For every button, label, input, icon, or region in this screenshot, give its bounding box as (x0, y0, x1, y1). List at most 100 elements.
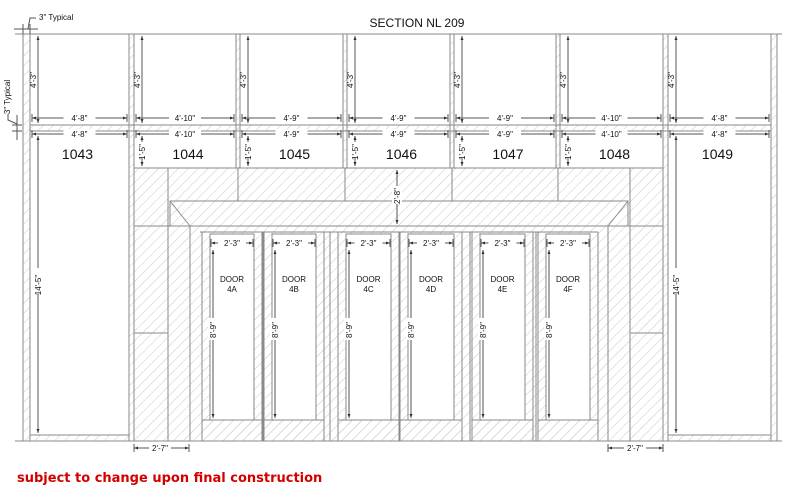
dim-gap (595, 113, 628, 122)
dim-gap (488, 238, 517, 247)
door-sill (337, 419, 400, 442)
dim-gap (137, 142, 147, 158)
width-top-label: 4'-8" (72, 114, 88, 123)
door-id: 4C (363, 285, 373, 294)
dim-gap (149, 443, 171, 452)
dim-gap (63, 129, 96, 138)
door-sill (263, 419, 325, 442)
wall-structure (15, 33, 782, 442)
upper-height-label: 4'-3" (667, 72, 676, 88)
dim-gap (478, 318, 488, 340)
dim-gap (344, 318, 354, 340)
upper-height-label: 4'-3" (453, 72, 462, 88)
door-height-label: 8'-9" (479, 322, 488, 338)
width-top-label: 4'-10" (175, 114, 196, 123)
construction-note: subject to change upon final constructio… (17, 471, 323, 486)
dim-gap (63, 113, 96, 122)
wall-post (662, 33, 669, 442)
pier-right-label: 2'-7" (627, 444, 643, 453)
dim-gap (33, 268, 43, 294)
door-width-label: 2'-3" (286, 239, 302, 248)
lower-height-label: 1'-5" (244, 144, 253, 160)
dim-gap (703, 113, 736, 122)
wall-post (770, 33, 778, 442)
door-sill (537, 419, 599, 442)
dim-gap (703, 129, 736, 138)
door-id: 4B (289, 285, 299, 294)
dim-gap (169, 113, 201, 122)
dim-gap (350, 142, 360, 158)
door-id: 4E (498, 285, 508, 294)
wall-post (342, 33, 348, 169)
dim-gap (280, 238, 308, 247)
width-bottom-label: 4'-8" (72, 130, 88, 139)
sill (29, 434, 130, 442)
dim-gap (243, 142, 253, 158)
lower-height-label: 1'-5" (458, 144, 467, 160)
dim-gap (218, 238, 246, 247)
drawing-title: SECTION NL 209 (370, 16, 465, 30)
wall-post (22, 33, 31, 442)
width-top-label: 4'-9" (284, 114, 300, 123)
dim-gap (275, 129, 308, 138)
dim-gap (406, 318, 416, 340)
full-height-label: 14'-5" (34, 275, 43, 296)
wall-post (128, 33, 135, 442)
door-width-label: 2'-3" (361, 239, 377, 248)
upper-height-label: 4'-3" (133, 72, 142, 88)
dim-gap (275, 113, 308, 122)
typical-side-label: 3" Typical (3, 80, 12, 114)
dim-gap (671, 268, 681, 294)
upper-height-label: 4'-3" (346, 72, 355, 88)
leader-line (7, 114, 18, 125)
room-number: 1045 (279, 146, 310, 162)
full-height-label: 14'-5" (672, 275, 681, 296)
dim-gap (554, 238, 582, 247)
width-bottom-label: 4'-8" (712, 130, 728, 139)
wall-post (235, 33, 241, 169)
dim-gap (595, 129, 628, 138)
width-bottom-label: 4'-10" (601, 130, 622, 139)
door-label: DOOR (419, 275, 443, 284)
dim-gap (382, 113, 415, 122)
pier-left-label: 2'-7" (152, 444, 168, 453)
dim-gap (457, 142, 467, 158)
door-sill (201, 419, 263, 442)
door-id: 4F (563, 285, 572, 294)
room-number: 1047 (492, 146, 523, 162)
width-top-label: 4'-10" (601, 114, 622, 123)
dimensions (7, 17, 770, 452)
width-bottom-label: 4'-9" (284, 130, 300, 139)
room-number: 1046 (386, 146, 417, 162)
lower-height-label: 1'-5" (351, 144, 360, 160)
dim-gap (392, 186, 402, 204)
dim-gap (624, 443, 646, 452)
door-label: DOOR (220, 275, 244, 284)
door-label: DOOR (282, 275, 306, 284)
door-id: 4A (227, 285, 237, 294)
lower-height-label: 1'-5" (138, 144, 147, 160)
door-label: DOOR (556, 275, 580, 284)
dim-gap (354, 238, 383, 247)
wall-post (449, 33, 455, 169)
dim-gap (417, 238, 445, 247)
door-height-label: 8'-9" (345, 322, 354, 338)
width-bottom-label: 4'-10" (175, 130, 196, 139)
door-width-label: 2'-3" (560, 239, 576, 248)
room-number: 1049 (702, 146, 733, 162)
header-height-label: 2'-8" (393, 188, 402, 204)
labels: 4'-3"4'-8"4'-8"104314'-5"4'-3"4'-10"4'-1… (3, 13, 733, 453)
width-bottom-label: 4'-9" (497, 130, 513, 139)
upper-height-label: 4'-3" (239, 72, 248, 88)
room-number: 1048 (599, 146, 630, 162)
dim-gap (489, 113, 521, 122)
typical-top-label: 3" Typical (39, 13, 73, 22)
room-number: 1044 (172, 146, 203, 162)
wall-post (555, 33, 561, 169)
width-top-label: 4'-8" (712, 114, 728, 123)
door-width-label: 2'-3" (224, 239, 240, 248)
width-bottom-label: 4'-9" (391, 130, 407, 139)
sill (667, 434, 772, 442)
dim-gap (563, 142, 573, 158)
